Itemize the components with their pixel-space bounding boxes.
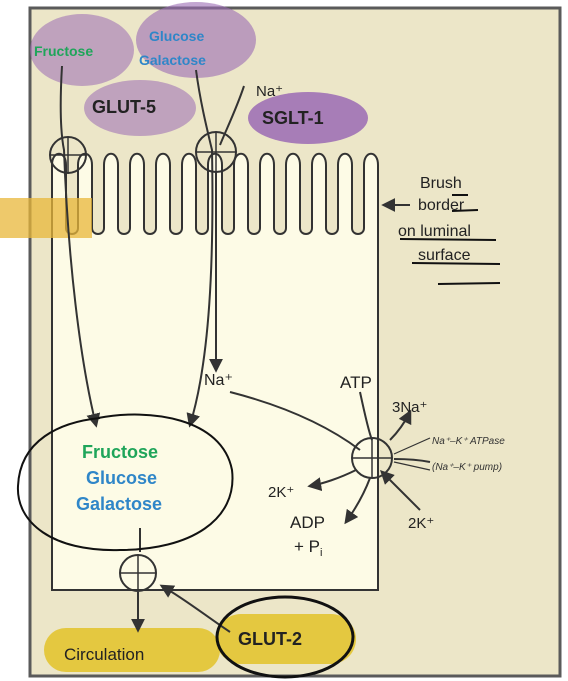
fructose-cell-label: Fructose [82, 442, 158, 462]
pump-label-line1: Na⁺–K⁺ ATPase [432, 436, 505, 447]
fructose-top-label: Fructose [34, 43, 93, 59]
highlight-stripe [0, 198, 92, 238]
brush-border-line2: border [418, 197, 465, 214]
na-mid-label: Na⁺ [204, 372, 233, 389]
two-k-left-label: 2K⁺ [268, 484, 294, 501]
adp-label: ADP [290, 513, 325, 532]
glut2-transporter [120, 555, 156, 591]
brush-border-line3: on luminal [398, 223, 471, 240]
pi-subscript: i [320, 547, 322, 559]
sglt1-label: SGLT-1 [262, 108, 324, 128]
circulation-label: Circulation [64, 645, 144, 664]
glucose-cell-label: Glucose [86, 468, 157, 488]
brush-border-line1: Brush [420, 175, 462, 192]
galactose-top-label: Galactose [139, 52, 206, 68]
two-k-right-label: 2K⁺ [408, 515, 434, 532]
galactose-cell-label: Galactose [76, 494, 162, 514]
glut5-label: GLUT-5 [92, 97, 156, 117]
sglt1-transporter [196, 132, 236, 172]
brush-border-line4: surface [418, 247, 471, 264]
glut5-transporter [50, 137, 86, 173]
glut2-label: GLUT-2 [238, 629, 302, 649]
three-na-label: 3Na⁺ [392, 399, 427, 416]
na-top-label: Na⁺ [256, 83, 283, 100]
plus-pi-label: + Pi [294, 537, 322, 559]
glucose-top-label: Glucose [149, 28, 204, 44]
na-k-pump [352, 438, 392, 478]
pump-label-line2: (Na⁺–K⁺ pump) [432, 462, 502, 473]
atp-label: ATP [340, 373, 372, 392]
